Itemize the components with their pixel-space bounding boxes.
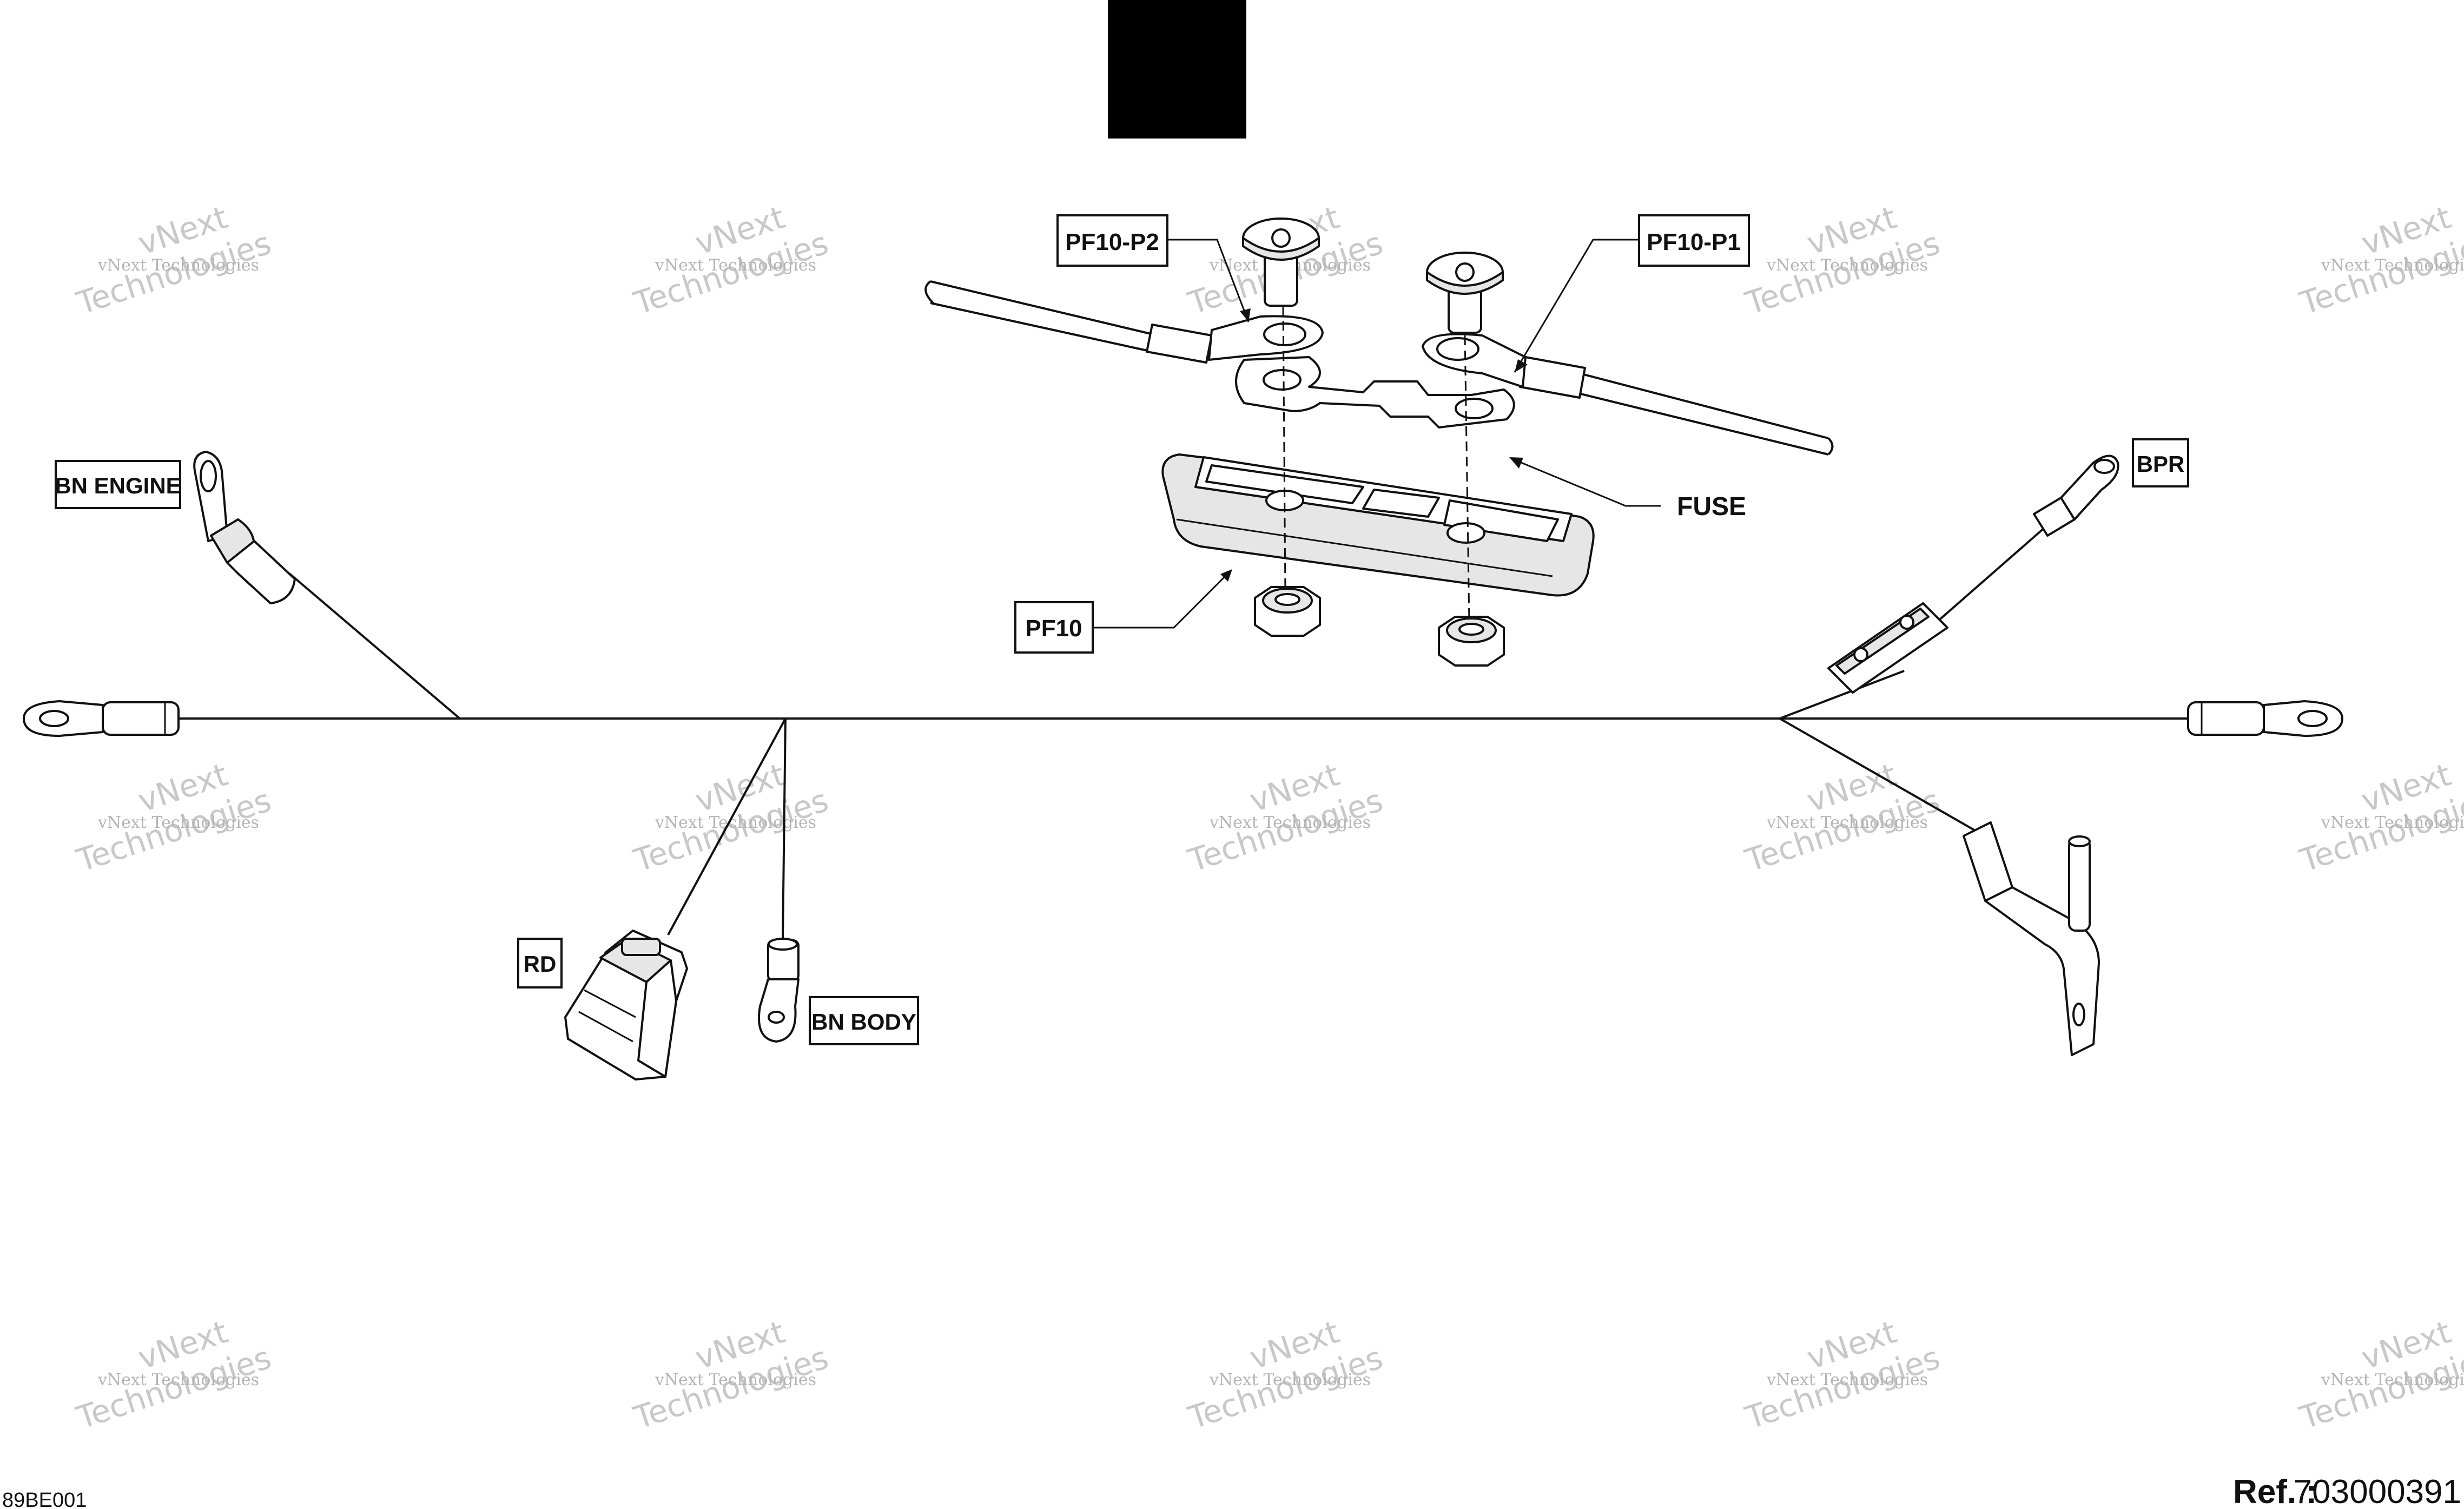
bpr-ring-terminal: [2033, 454, 2119, 537]
ref-number: 703000391: [2294, 1473, 2461, 1509]
callout-bn-body: BN BODY: [809, 996, 919, 1045]
watermark-caption: vNext Technologies: [1766, 813, 1928, 832]
svg-text:BN BODY: BN BODY: [811, 1009, 916, 1034]
watermark-caption: vNext Technologies: [1209, 1370, 1371, 1389]
watermark-caption: vNext Technologies: [97, 256, 259, 275]
callout-leaders: [1093, 239, 1661, 629]
callout-fuse: FUSE: [1677, 492, 1746, 521]
callout-bpr: BPR: [2132, 438, 2189, 487]
watermark-caption: vNext Technologies: [655, 1370, 816, 1389]
bracket-terminal: [1963, 821, 2100, 1056]
svg-text:BPR: BPR: [2137, 451, 2185, 477]
ref-label: Ref. :: [2233, 1473, 2317, 1509]
bn-engine-terminal: [193, 451, 296, 604]
nut-right: [1438, 616, 1505, 667]
svg-text:PF10-P2: PF10-P2: [1065, 229, 1159, 255]
right-ring-terminal: [2187, 700, 2343, 737]
bn-body-terminal: [758, 938, 800, 1043]
nut-left: [1254, 586, 1321, 637]
watermark-caption: vNext Technologies: [2321, 256, 2464, 275]
rd-connector: [564, 930, 688, 1080]
main-harness: [179, 526, 2188, 939]
black-marker-block: [1108, 0, 1246, 139]
watermark-caption: vNext Technologies: [2321, 813, 2464, 832]
watermark-caption: vNext Technologies: [97, 813, 259, 832]
pf10-fuse-block-assembly: [924, 218, 1834, 667]
watermark-caption: vNext Technologies: [97, 1370, 259, 1389]
callout-rd: RD: [517, 938, 563, 989]
watermark-caption: vNext Technologies: [1766, 256, 1928, 275]
watermark-caption: vNext Technologies: [1766, 1370, 1928, 1389]
watermark-caption: vNext Technologies: [655, 813, 816, 832]
screw-right: [1426, 252, 1504, 334]
bpr-inline-fuse: [1827, 602, 1948, 694]
callout-pf10-p2: PF10-P2: [1056, 214, 1168, 267]
watermark-caption: vNext Technologies: [1209, 813, 1371, 832]
callout-pf10-p1: PF10-P1: [1638, 214, 1750, 267]
callout-bn-engine: BN ENGINE: [55, 460, 181, 509]
drawing-code: 89BE001: [2, 1489, 87, 1509]
left-ring-terminal: [23, 700, 180, 737]
svg-text:PF10: PF10: [1025, 615, 1082, 642]
svg-text:FUSE: FUSE: [1677, 492, 1746, 521]
svg-text:RD: RD: [524, 951, 557, 977]
watermark-caption: vNext Technologies: [655, 256, 816, 275]
svg-text:BN ENGINE: BN ENGINE: [55, 473, 181, 498]
svg-text:PF10-P1: PF10-P1: [1647, 229, 1741, 255]
callout-pf10: PF10: [1014, 601, 1094, 654]
screw-left: [1242, 218, 1320, 307]
watermark-caption: vNext Technologies: [2321, 1370, 2464, 1389]
